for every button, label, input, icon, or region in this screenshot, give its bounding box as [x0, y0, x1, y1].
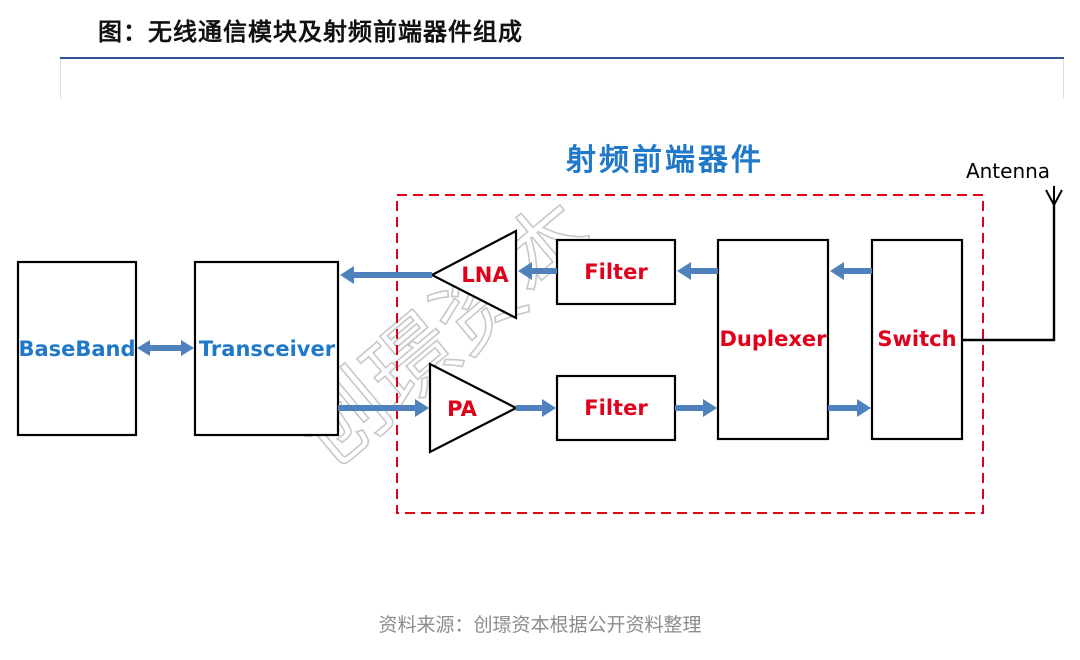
- filter-rx-block: Filter: [555, 238, 677, 306]
- lna-label: LNA: [461, 263, 509, 287]
- arrow-filter-to-lna: [518, 262, 557, 280]
- source-note: 资料来源：创璟资本根据公开资料整理: [378, 614, 702, 636]
- pa-label: PA: [447, 397, 477, 421]
- arrow-duplexer-to-filter-rx: [677, 262, 718, 280]
- switch-block: Switch: [870, 238, 964, 441]
- header-right-edge: [1063, 59, 1064, 99]
- arrow-transceiver-to-pa: [338, 399, 429, 417]
- rf-module-diagram: 创璟资本 射频前端器件 BaseBand Transceiver LNA PA …: [16, 143, 1063, 514]
- filter-tx-label: Filter: [584, 396, 648, 420]
- duplexer-block: Duplexer: [716, 238, 830, 441]
- antenna-feed-line: [962, 205, 1056, 342]
- header-divider: [60, 57, 1064, 59]
- antenna-label: Antenna: [966, 159, 1050, 183]
- transceiver-label: Transceiver: [199, 337, 336, 361]
- filter-rx-label: Filter: [584, 260, 648, 284]
- arrow-baseband-transceiver: [137, 340, 194, 356]
- header-left-edge: [60, 59, 61, 99]
- page-title: 图：无线通信模块及射频前端器件组成: [98, 18, 523, 46]
- arrow-switch-to-duplexer: [830, 262, 872, 280]
- arrow-lna-to-transceiver: [340, 266, 432, 284]
- baseband-block: BaseBand: [16, 260, 138, 437]
- transceiver-block: Transceiver: [193, 260, 340, 437]
- antenna-left-prong: [1045, 189, 1055, 206]
- rf-frontend-label: 射频前端器件: [566, 143, 764, 178]
- arrow-pa-to-filter-tx: [516, 399, 556, 417]
- filter-tx-block: Filter: [555, 374, 677, 442]
- pa-block: PA: [428, 362, 519, 454]
- baseband-label: BaseBand: [18, 337, 135, 361]
- arrow-duplexer-to-switch: [828, 399, 871, 417]
- antenna: Antenna: [962, 159, 1063, 342]
- switch-label: Switch: [877, 327, 956, 351]
- duplexer-label: Duplexer: [720, 327, 828, 351]
- rf-frontend-region: [396, 194, 984, 514]
- arrow-filter-tx-to-duplexer: [675, 399, 717, 417]
- lna-block: LNA: [429, 229, 518, 320]
- antenna-right-prong: [1053, 189, 1063, 206]
